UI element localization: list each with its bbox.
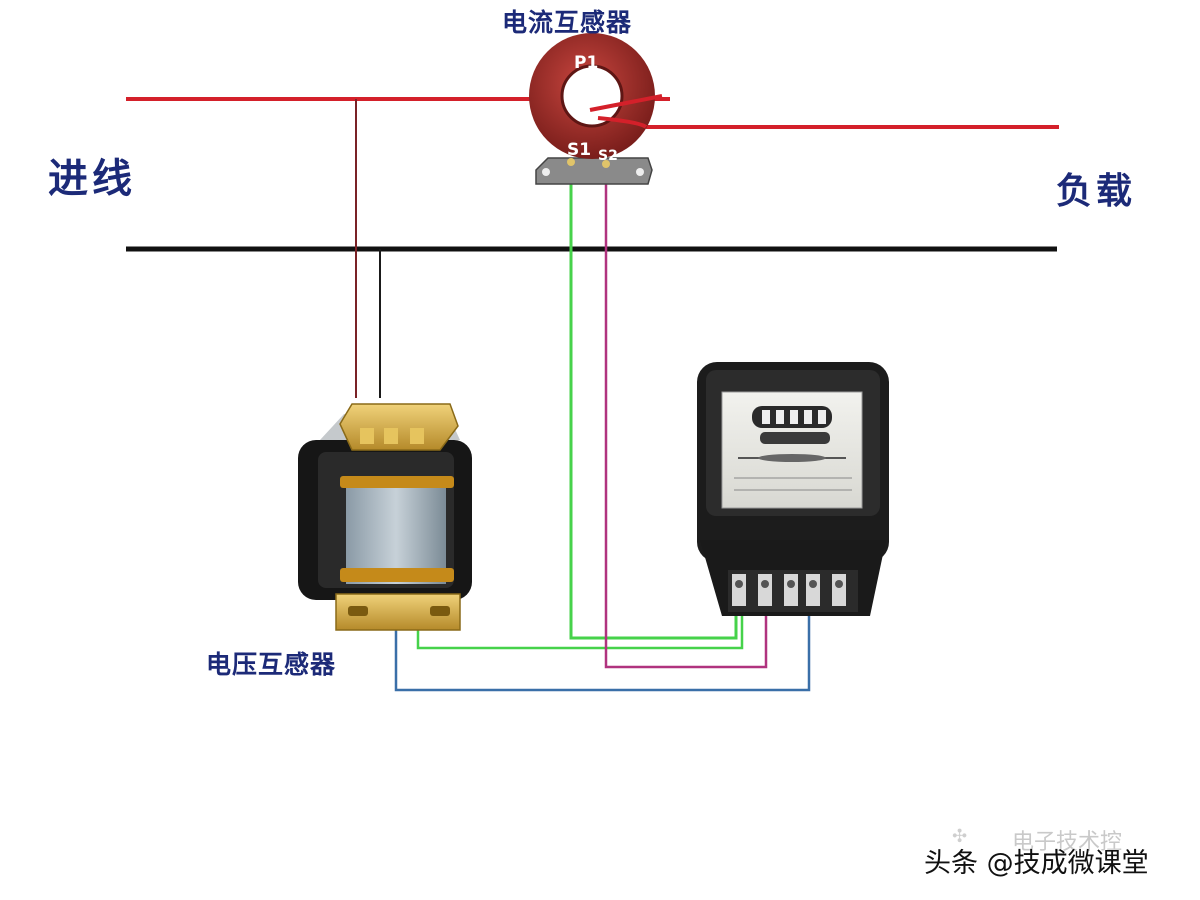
voltage-transformer-label: 电压互感器 — [206, 650, 337, 679]
incoming-line-label: 进线 — [48, 156, 136, 202]
ct-s1-label: S1 — [567, 140, 591, 160]
ct-s1-green-wire — [569, 175, 738, 640]
watermark-text: 头条 @技成微课堂 — [924, 848, 1149, 879]
watermark-faint-text: 电子技术控 — [1012, 830, 1123, 855]
voltage-transformer — [298, 403, 472, 631]
load-label: 负载 — [1056, 171, 1137, 212]
current-transformer-label: 电流互感器 — [502, 8, 633, 37]
kwh-meter — [697, 362, 889, 616]
current-transformer — [529, 33, 663, 185]
watermark-icon: ✣ — [952, 826, 968, 847]
ct-s2-label: S2 — [598, 148, 618, 164]
ct-p1-label: P1 — [574, 53, 598, 73]
ct-s2-purple-wire — [604, 177, 768, 669]
